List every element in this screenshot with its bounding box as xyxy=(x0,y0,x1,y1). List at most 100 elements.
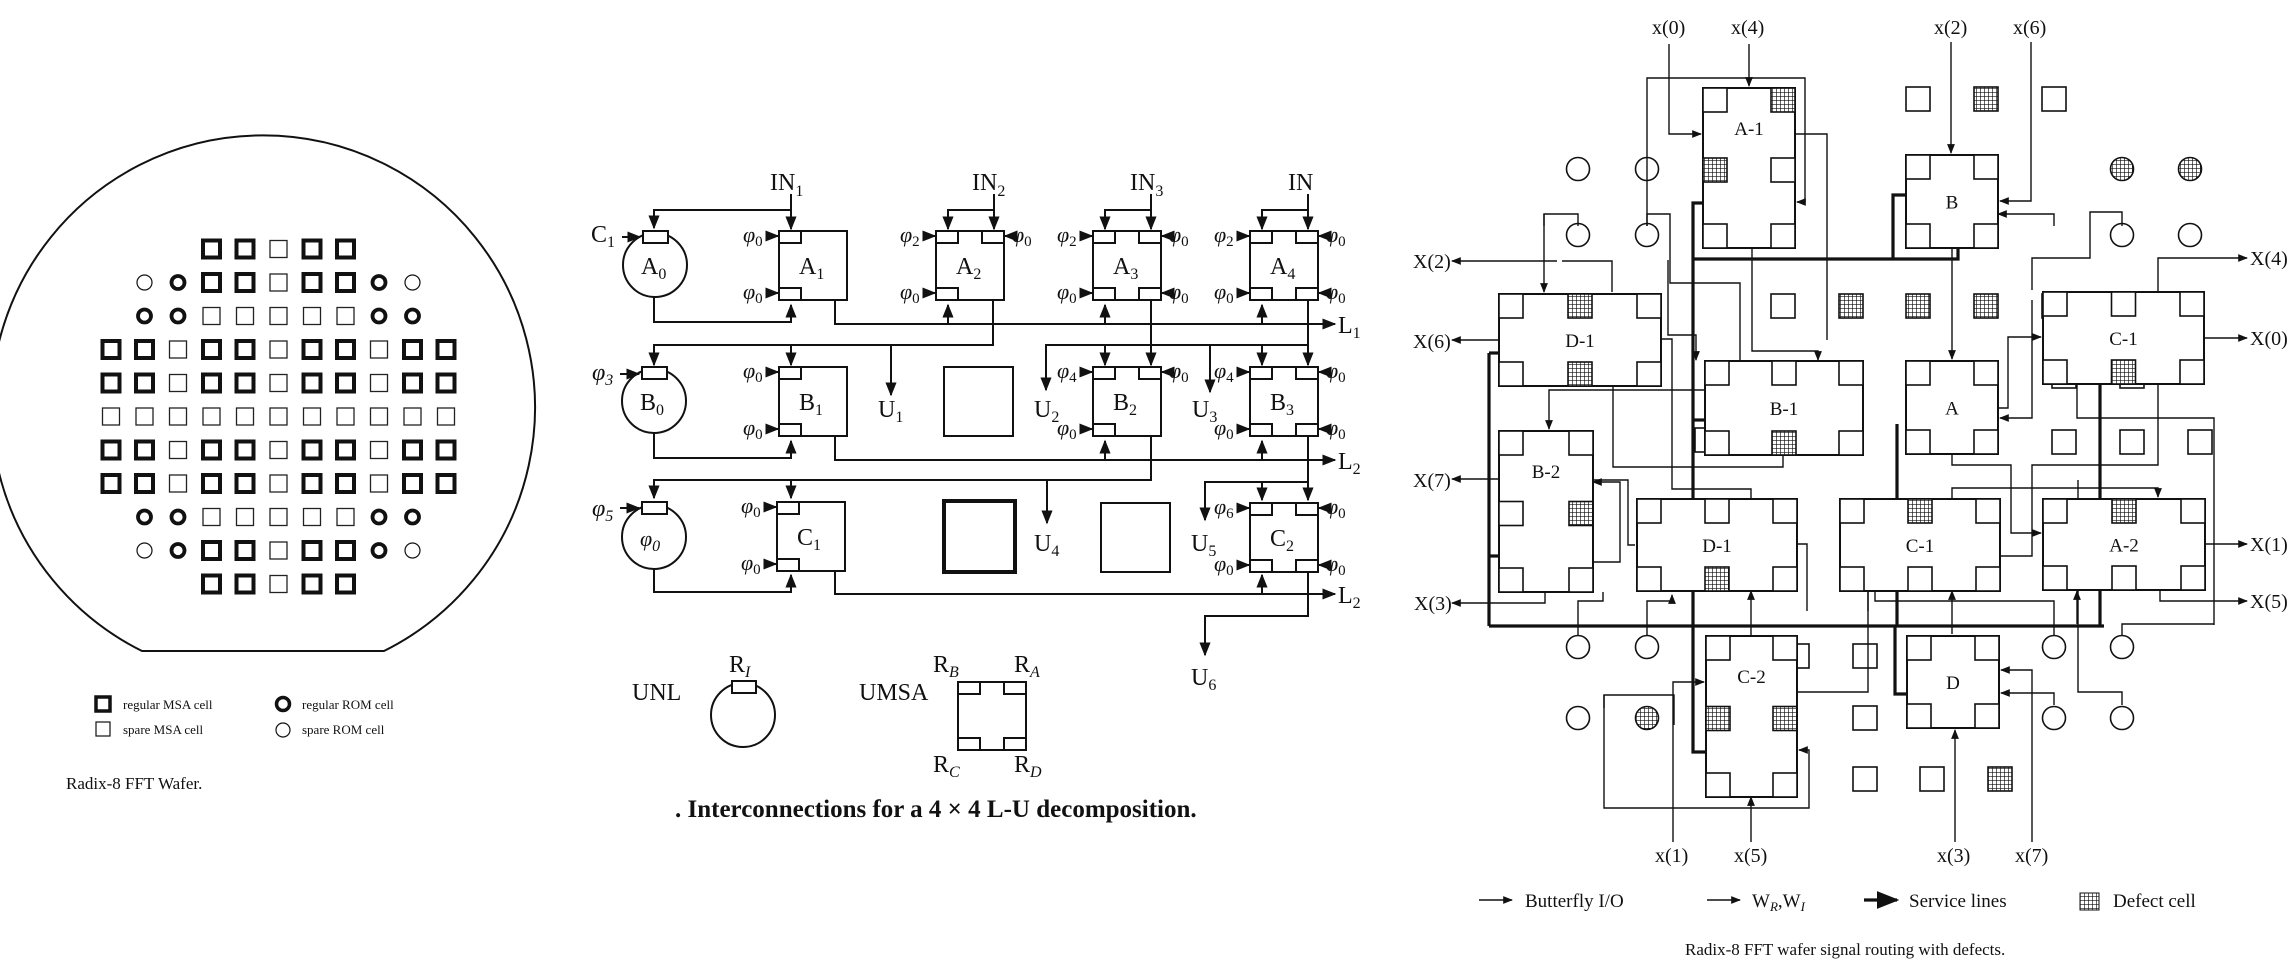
butterfly-label: A xyxy=(1945,399,1959,420)
u5-label: U5 xyxy=(1191,531,1216,560)
defect-cell-icon xyxy=(2079,892,2100,911)
input-x0: x(0) xyxy=(1652,17,1685,39)
sub-cell xyxy=(1905,223,1931,249)
regular-msa-cell xyxy=(301,540,323,561)
cell-label: A4 xyxy=(1270,254,1295,283)
spare-msa-cell xyxy=(269,340,288,359)
sub-cell xyxy=(1636,498,1662,524)
regular-msa-cell xyxy=(100,339,122,360)
regular-rom-cell xyxy=(370,542,388,559)
svg-text:φ3: φ3 xyxy=(592,360,613,389)
sub-cell xyxy=(1770,223,1796,249)
spare-rom-cell xyxy=(2041,705,2067,731)
spare-rom-legend-icon xyxy=(275,722,291,738)
spare-msa-cell xyxy=(269,373,288,393)
regular-msa-cell xyxy=(234,439,256,461)
spare-msa-cell xyxy=(168,340,188,359)
defect-cell xyxy=(2110,359,2137,385)
spare-msa-cell xyxy=(235,306,255,326)
sub-cell xyxy=(1704,430,1730,456)
wafer-legend: regular MSA cell spare MSA cell regular … xyxy=(94,695,394,738)
spare-rom-cell xyxy=(1634,222,1660,248)
butterfly-c-1: C-1 xyxy=(1839,498,2001,592)
butterfly-b-2: B-2 xyxy=(1498,430,1594,593)
cell-label: A1 xyxy=(799,254,824,283)
routing-legend: Butterfly I/O WR,WI Service lines Defect… xyxy=(1479,891,2196,914)
defect-cell xyxy=(1770,87,1796,113)
spare-rom-cell xyxy=(136,542,153,559)
butterfly-label: D-1 xyxy=(1565,331,1595,352)
input-label-1: IN1 xyxy=(770,170,803,200)
phi-label: φ0 xyxy=(1326,358,1346,386)
regular-rom-cell xyxy=(370,508,388,526)
output-X1: X(1) xyxy=(2250,534,2288,556)
phi-label: φ0 xyxy=(1057,279,1077,307)
regular-rom-cell xyxy=(136,307,153,325)
spare-msa-cell xyxy=(269,440,288,460)
phi-label: φ0 xyxy=(900,279,920,307)
spare-msa-cell xyxy=(336,306,355,326)
sub-cell xyxy=(1704,498,1730,524)
sub-cell xyxy=(1974,703,2000,729)
phi-label: φ0 xyxy=(1326,415,1346,443)
regular-msa-cell xyxy=(335,272,356,293)
sub-cell xyxy=(2042,565,2068,591)
spare-rom-cell xyxy=(1565,634,1591,660)
phi-label: φ0 xyxy=(743,415,763,443)
sub-cell xyxy=(1838,360,1864,386)
sub-cell xyxy=(1907,566,1933,592)
defect-msa-cell xyxy=(1987,766,2013,792)
spare-msa-cell xyxy=(369,407,389,426)
sub-cell xyxy=(1772,498,1798,524)
sub-cell xyxy=(1568,430,1594,456)
phi-label: φ0 xyxy=(743,222,763,250)
butterfly-label: C-1 xyxy=(2109,329,2138,350)
spare-rom-cell xyxy=(1565,156,1591,182)
phi-label: φ0 xyxy=(1012,222,1032,250)
sub-cell xyxy=(1839,566,1865,592)
regular-rom-legend-icon xyxy=(274,695,292,713)
regular-msa-cell xyxy=(301,573,323,595)
sub-cell xyxy=(1702,223,1728,249)
regular-msa-cell xyxy=(134,439,155,461)
input-x4: x(4) xyxy=(1731,17,1764,39)
butterfly-label: A-2 xyxy=(2109,536,2139,557)
phi-label: φ0 xyxy=(1057,415,1077,443)
sub-cell xyxy=(1973,360,1999,386)
spare-rom-cell xyxy=(2109,705,2135,731)
regular-msa-cell xyxy=(201,339,222,360)
spare-msa-cell xyxy=(1852,643,1878,669)
regular-msa-legend-icon xyxy=(94,695,112,713)
spare-msa-c xyxy=(1100,502,1171,573)
spare-msa-cell xyxy=(369,340,389,359)
spare-msa-cell xyxy=(1905,86,1931,112)
l2b-label: L2 xyxy=(1338,583,1361,612)
regular-msa-cell xyxy=(335,540,356,561)
sub-cell xyxy=(1905,360,1931,386)
regular-msa-cell xyxy=(402,439,423,461)
regular-msa-cell xyxy=(234,339,256,360)
svg-text:φ0: φ0 xyxy=(640,526,660,555)
legend-regular-rom: regular ROM cell xyxy=(302,697,394,712)
unl-key-label: UNL xyxy=(632,680,681,706)
defect-cell xyxy=(1705,705,1731,732)
unl-cell-a0: A0 C1 xyxy=(591,222,688,298)
defect-msa-cell xyxy=(1973,293,1999,319)
sub-cell xyxy=(1770,157,1796,183)
regular-msa-cell xyxy=(201,573,222,595)
svg-text:WR,WI: WR,WI xyxy=(1752,891,1806,914)
regular-msa-cell xyxy=(234,540,256,561)
cell-label: B1 xyxy=(799,390,823,419)
row-a-wires xyxy=(648,194,1337,397)
spare-msa-cell xyxy=(1852,766,1878,792)
u6-label: U6 xyxy=(1191,665,1216,694)
spare-msa-b xyxy=(943,366,1014,437)
input-label-4: IN xyxy=(1288,170,1313,196)
spare-msa-legend-icon xyxy=(95,721,111,737)
